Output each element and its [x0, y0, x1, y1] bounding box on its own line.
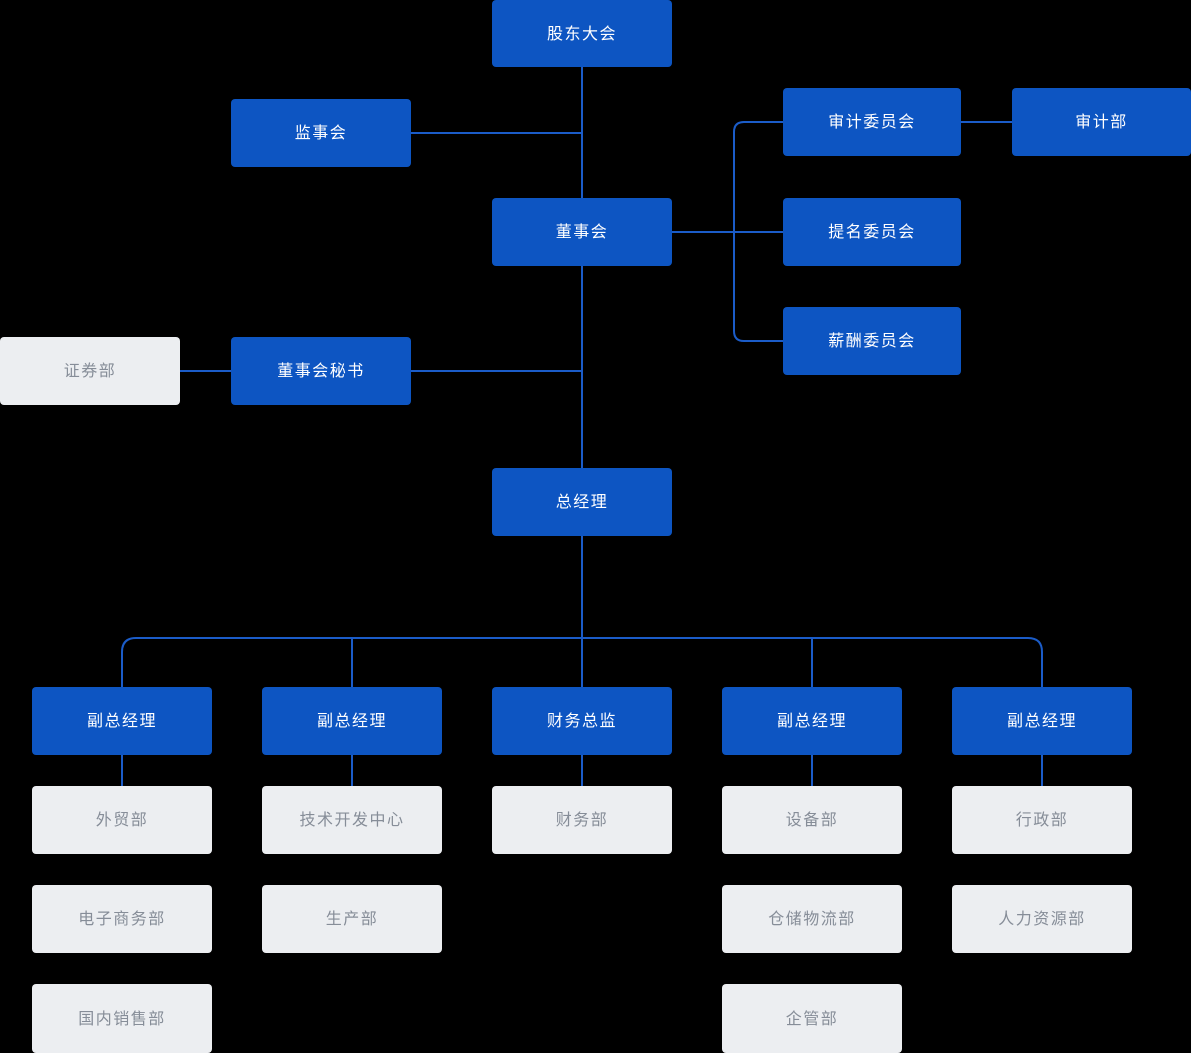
org-node-board-secretary: 董事会秘书 [231, 337, 411, 405]
org-node-foreign-trade-dept: 外贸部 [32, 786, 212, 854]
org-node-label: 副总经理 [776, 711, 847, 730]
org-node-label: 董事会秘书 [277, 361, 365, 380]
connector-committee-branch-to-audit-and-compensation [733, 121, 783, 342]
org-node-label: 企管部 [785, 1008, 839, 1028]
org-node-domestic-sales-dept: 国内销售部 [32, 984, 212, 1053]
org-node-audit-committee: 审计委员会 [783, 88, 961, 156]
org-node-label: 薪酬委员会 [828, 331, 916, 350]
org-node-enterprise-management-dept: 企管部 [722, 984, 902, 1053]
org-node-label: 提名委员会 [828, 222, 916, 241]
org-node-deputy-gm-3: 副总经理 [722, 687, 902, 755]
org-node-label: 外贸部 [95, 810, 149, 829]
org-node-label: 副总经理 [316, 711, 387, 730]
org-node-label: 生产部 [325, 909, 379, 928]
org-node-administration-dept: 行政部 [952, 786, 1132, 854]
org-node-label: 行政部 [1015, 810, 1069, 829]
connector-distribution-bar-to-deputy-gm-row [121, 637, 1043, 687]
org-node-tech-development-center: 技术开发中心 [262, 786, 442, 854]
org-node-label: 副总经理 [1006, 711, 1077, 730]
org-node-general-manager: 总经理 [492, 468, 672, 536]
org-node-ecommerce-dept: 电子商务部 [32, 885, 212, 953]
org-node-label: 人力资源部 [998, 909, 1086, 928]
org-node-board-of-directors: 董事会 [492, 198, 672, 266]
org-node-finance-director: 财务总监 [492, 687, 672, 755]
org-node-nomination-committee: 提名委员会 [783, 198, 961, 266]
org-node-supervisory-board: 监事会 [231, 99, 411, 167]
org-node-label: 副总经理 [86, 711, 157, 730]
org-node-label: 财务部 [555, 810, 609, 829]
org-node-label: 董事会 [555, 222, 609, 241]
org-node-deputy-gm-4: 副总经理 [952, 687, 1132, 755]
org-node-label: 监事会 [294, 123, 348, 142]
org-node-label: 审计部 [1075, 112, 1128, 131]
org-node-audit-department: 审计部 [1012, 88, 1191, 156]
org-node-label: 审计委员会 [828, 112, 916, 131]
org-node-deputy-gm-2: 副总经理 [262, 687, 442, 755]
org-node-label: 电子商务部 [78, 909, 166, 928]
org-node-label: 设备部 [785, 810, 839, 829]
org-node-shareholders-meeting: 股东大会 [492, 0, 672, 67]
org-node-equipment-dept: 设备部 [722, 786, 902, 854]
org-node-label: 证券部 [63, 361, 117, 380]
org-node-label: 总经理 [555, 492, 609, 511]
org-node-label: 股东大会 [546, 23, 617, 43]
org-node-label: 国内销售部 [78, 1008, 166, 1028]
org-node-finance-dept: 财务部 [492, 786, 672, 854]
org-node-production-dept: 生产部 [262, 885, 442, 953]
org-node-compensation-committee: 薪酬委员会 [783, 307, 961, 375]
org-node-securities-department: 证券部 [0, 337, 180, 405]
org-node-label: 财务总监 [546, 711, 617, 730]
org-node-human-resources-dept: 人力资源部 [952, 885, 1132, 953]
org-node-deputy-gm-1: 副总经理 [32, 687, 212, 755]
org-node-label: 技术开发中心 [299, 810, 405, 829]
org-node-warehousing-logistics-dept: 仓储物流部 [722, 885, 902, 953]
org-node-label: 仓储物流部 [768, 909, 856, 928]
